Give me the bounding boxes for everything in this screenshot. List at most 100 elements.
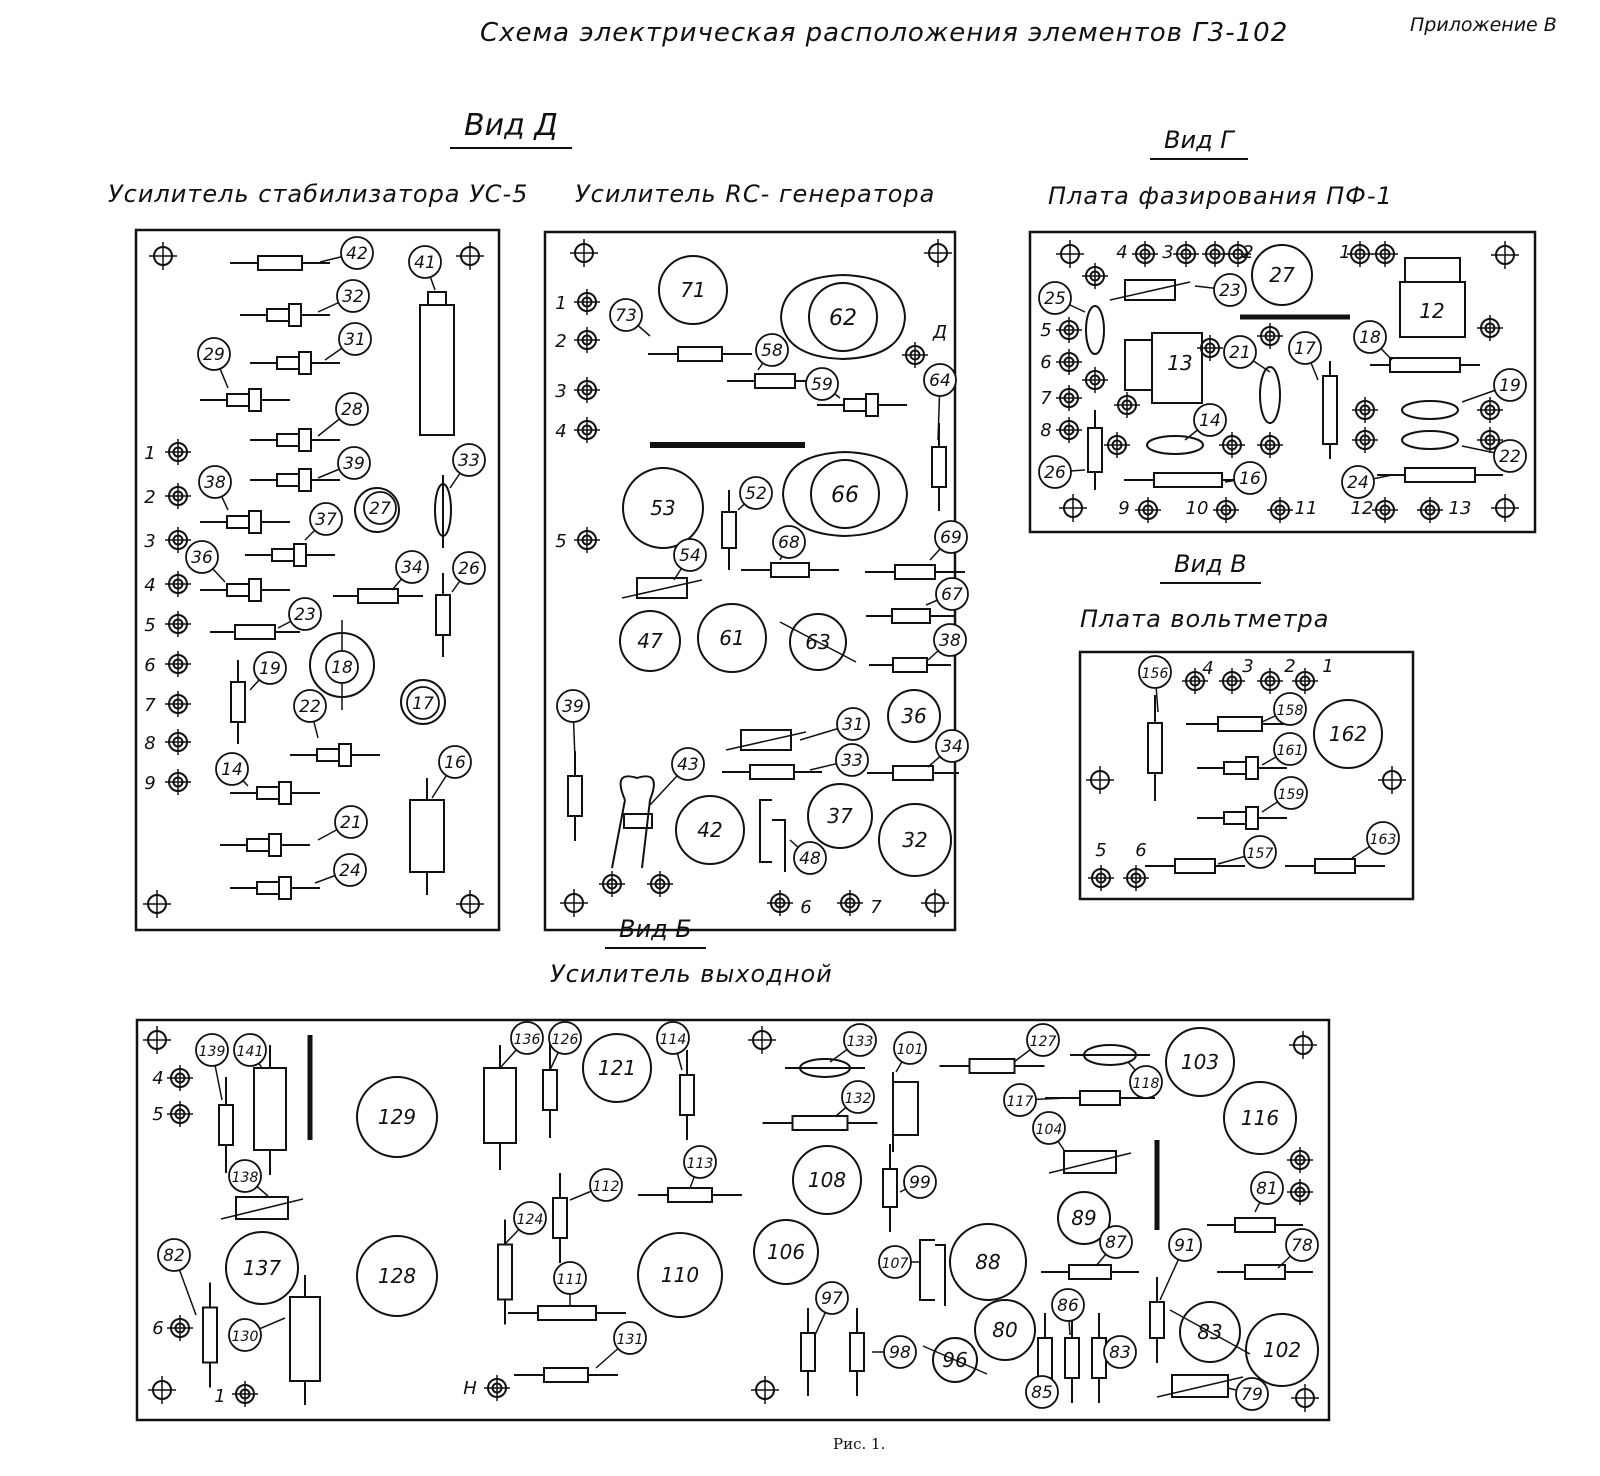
resistor bbox=[762, 1115, 878, 1131]
resistor bbox=[1124, 472, 1252, 488]
callout-text: 41 bbox=[414, 253, 436, 273]
contact-pin: 4 bbox=[144, 571, 191, 597]
callout-16: 16 bbox=[431, 745, 472, 799]
callout-text: 114 bbox=[660, 1032, 687, 1048]
resistor bbox=[435, 573, 451, 657]
contact-pin bbox=[1082, 263, 1108, 289]
callout-text: 111 bbox=[557, 1272, 584, 1288]
diode bbox=[817, 393, 907, 417]
resistor bbox=[1087, 410, 1103, 490]
contact-pin: 8 bbox=[1040, 417, 1082, 443]
resistor bbox=[230, 660, 246, 744]
callout-text: 87 bbox=[1105, 1233, 1127, 1253]
callout-21: 21 bbox=[317, 805, 368, 841]
callout-text: 64 bbox=[929, 371, 951, 391]
component-80: 80 bbox=[974, 1299, 1036, 1361]
callout-118: 118 bbox=[1127, 1061, 1163, 1099]
capacitor bbox=[725, 729, 807, 751]
mounting-hole bbox=[456, 242, 484, 270]
resistor bbox=[1322, 361, 1338, 459]
callout-68: 68 bbox=[772, 525, 806, 561]
callout-36: 36 bbox=[185, 540, 226, 583]
contact-pin: 3 bbox=[1162, 241, 1199, 267]
callout-31: 31 bbox=[324, 322, 372, 361]
callout-text: 31 bbox=[344, 330, 366, 350]
callout-86: 86 bbox=[1051, 1288, 1085, 1336]
callout-159: 159 bbox=[1261, 776, 1308, 813]
mounting-hole bbox=[748, 1026, 776, 1054]
resistor bbox=[741, 562, 839, 578]
callout-text: 107 bbox=[882, 1256, 909, 1272]
component-37: 37 bbox=[807, 783, 873, 849]
callout-136: 136 bbox=[499, 1021, 544, 1069]
contact-pin bbox=[1287, 1147, 1313, 1173]
resistor bbox=[679, 1050, 695, 1140]
callout-78: 78 bbox=[1277, 1228, 1319, 1269]
contact-pin: 2 bbox=[555, 327, 600, 353]
callout-text: 82 bbox=[163, 1246, 185, 1266]
pin-label: 4 bbox=[1116, 242, 1127, 263]
figure-caption: Рис. 1. bbox=[833, 1435, 886, 1453]
callout-text: 161 bbox=[1277, 743, 1304, 759]
callout-27: 27 bbox=[363, 491, 397, 525]
contact-pin: 7 bbox=[837, 890, 882, 918]
contact-pin: 6 bbox=[144, 651, 191, 677]
contact-pin bbox=[1287, 1179, 1313, 1205]
contact-pin: 9 bbox=[144, 769, 191, 795]
callout-text: 58 bbox=[761, 341, 783, 361]
resistor bbox=[648, 346, 752, 362]
callout-32: 32 bbox=[317, 279, 370, 313]
callout-38: 38 bbox=[198, 465, 232, 511]
callout-text: 157 bbox=[1247, 846, 1274, 862]
pin-label: 1 bbox=[1322, 656, 1333, 677]
contact-pin bbox=[1477, 427, 1503, 453]
callout-111: 111 bbox=[553, 1261, 587, 1305]
callout-text: 34 bbox=[941, 737, 963, 757]
mounting-hole bbox=[921, 889, 949, 917]
resistor bbox=[721, 490, 737, 570]
contact-pin bbox=[1257, 432, 1283, 458]
resistor bbox=[514, 1367, 618, 1383]
mounting-hole bbox=[149, 242, 177, 270]
callout-text: 38 bbox=[204, 473, 226, 493]
contact-pin: 2 bbox=[144, 483, 191, 509]
callout-23: 23 bbox=[1194, 273, 1247, 307]
callout-text: 18 bbox=[1359, 328, 1381, 348]
contact-pin: 1 bbox=[1292, 656, 1334, 694]
callout-text: 83 bbox=[1109, 1343, 1131, 1363]
contact-pin: 12 bbox=[1351, 497, 1398, 523]
component-label: 27 bbox=[1269, 263, 1295, 287]
callout-132: 132 bbox=[835, 1080, 875, 1117]
board-us5-title: Усилитель стабилизатора УС-5 bbox=[108, 180, 529, 208]
diode bbox=[230, 781, 320, 805]
component-label: 32 bbox=[902, 828, 927, 852]
callout-text: 26 bbox=[458, 559, 480, 579]
diode bbox=[290, 743, 380, 767]
pin-label: 2 bbox=[555, 331, 566, 352]
callout-19: 19 bbox=[249, 651, 287, 691]
callout-127: 127 bbox=[1013, 1023, 1060, 1063]
callout-text: 130 bbox=[232, 1329, 259, 1345]
component-label: 12 bbox=[1419, 299, 1444, 323]
diode bbox=[245, 543, 335, 567]
contact-pin: Д bbox=[902, 322, 947, 368]
callout-73: 73 bbox=[609, 298, 651, 337]
contact-pin bbox=[1219, 432, 1245, 458]
resistor bbox=[867, 765, 959, 781]
resistor bbox=[210, 624, 300, 640]
component-106: 106 bbox=[753, 1219, 819, 1285]
callout-text: 22 bbox=[1499, 447, 1521, 467]
mounting-hole bbox=[456, 890, 484, 918]
component-label: 36 bbox=[901, 704, 926, 728]
component-121: 121 bbox=[582, 1033, 652, 1103]
capacitor bbox=[1109, 279, 1191, 301]
callout-31: 31 bbox=[799, 707, 870, 741]
component-137: 137 bbox=[225, 1231, 299, 1305]
pin-label: 6 bbox=[152, 1318, 163, 1339]
contact-pin: 5 bbox=[144, 611, 191, 637]
pin-label: 1 bbox=[214, 1386, 225, 1407]
callout-text: 14 bbox=[1199, 411, 1221, 431]
contact-pin: 1 bbox=[1339, 241, 1373, 267]
